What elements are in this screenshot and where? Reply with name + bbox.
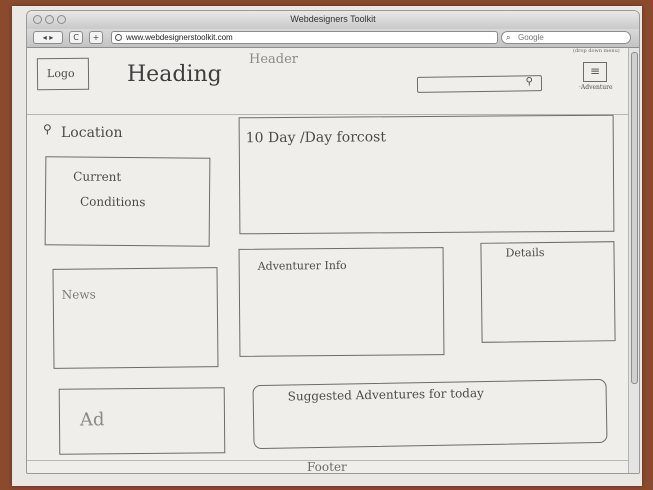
scrollbar-thumb[interactable]: [631, 52, 638, 384]
current-conditions-box: Current Conditions: [44, 156, 211, 247]
back-forward-button[interactable]: ◂ ▸: [33, 31, 63, 44]
browser-toolbar: ◂ ▸ C + www.webdesignerstoolkit.com ⌕ Go…: [27, 29, 639, 48]
minimize-icon[interactable]: [45, 15, 54, 24]
maximize-icon[interactable]: [57, 15, 66, 24]
browser-window: Webdesigners Toolkit ◂ ▸ C + www.webdesi…: [26, 10, 640, 474]
location-label[interactable]: Location: [61, 125, 123, 141]
forecast-box: 10 Day /Day forcost: [238, 114, 615, 235]
site-search-icon: ⚲: [525, 76, 534, 88]
adventurer-info-box: Adventurer Info: [238, 247, 445, 357]
page-wireframe: Logo Heading Header ⚲ (drop down menu) ≡…: [27, 48, 629, 473]
suggested-adventures-box: Suggested Adventures for today: [252, 378, 608, 450]
reload-button[interactable]: C: [69, 31, 83, 44]
footer-label: Footer: [307, 460, 347, 474]
search-placeholder: Google: [518, 33, 544, 42]
news-box: News: [52, 267, 219, 369]
search-field[interactable]: ⌕ Google: [501, 31, 631, 44]
logo-box[interactable]: Logo: [36, 57, 90, 91]
header-label: Header: [249, 52, 299, 67]
ad-box[interactable]: Ad: [58, 387, 226, 455]
menu-button[interactable]: ≡: [583, 62, 607, 82]
address-bar[interactable]: www.webdesignerstoolkit.com: [111, 31, 498, 44]
globe-icon: [115, 34, 122, 41]
header-divider: [27, 114, 629, 115]
title-bar: Webdesigners Toolkit: [27, 11, 639, 30]
url-text: www.webdesignerstoolkit.com: [126, 33, 233, 42]
nav-note: (drop down menu): [573, 48, 620, 54]
current-conditions-line2: Conditions: [79, 194, 146, 210]
nav-label: ·Adventure: [579, 84, 613, 91]
details-box: Details: [480, 241, 616, 343]
window-title: Webdesigners Toolkit: [290, 14, 376, 24]
add-bookmark-button[interactable]: +: [89, 31, 103, 44]
menu-icon: ≡: [590, 64, 601, 78]
adventurer-info-label: Adventurer Info: [257, 258, 347, 273]
ad-label: Ad: [79, 409, 105, 431]
close-icon[interactable]: [33, 15, 42, 24]
search-icon: ⌕: [506, 33, 511, 42]
location-pin-icon: ⚲: [43, 122, 52, 136]
page-heading: Heading: [127, 62, 222, 87]
suggested-adventures-label: Suggested Adventures for today: [287, 386, 484, 404]
vertical-scrollbar[interactable]: [628, 48, 639, 473]
current-conditions-line1: Current: [73, 169, 122, 184]
footer-divider: [27, 460, 629, 461]
details-label: Details: [505, 246, 545, 260]
window-controls: [33, 15, 66, 24]
site-search-input[interactable]: ⚲: [416, 75, 543, 93]
news-label: News: [61, 287, 96, 302]
logo-label: Logo: [46, 66, 75, 81]
forecast-label: 10 Day /Day forcost: [245, 129, 387, 147]
